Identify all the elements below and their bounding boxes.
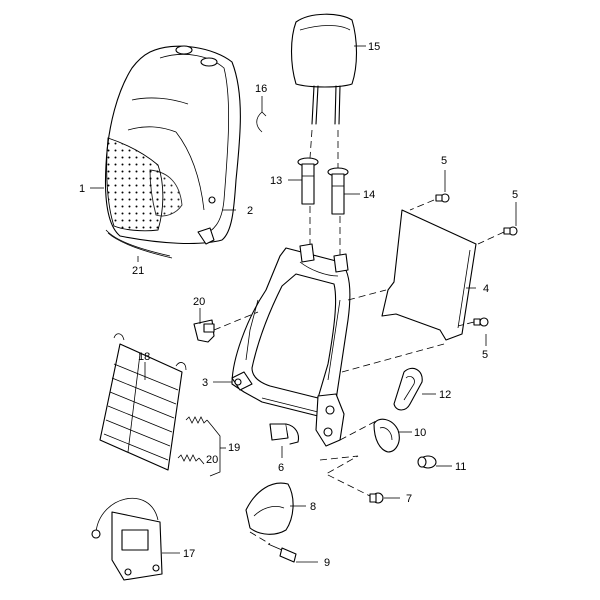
- callout-10: 10: [414, 427, 426, 439]
- callout-17: 17: [183, 548, 195, 560]
- clip: [256, 111, 267, 133]
- callout-21: 21: [132, 265, 144, 277]
- callout-19: 19: [228, 442, 240, 454]
- recliner-strap: [393, 367, 423, 411]
- callout-5-bottom: 5: [482, 349, 488, 361]
- screw-bottom: [473, 317, 489, 327]
- tension-spring-upper: [185, 416, 213, 427]
- callout-5-top: 5: [441, 155, 447, 167]
- callout-14: 14: [363, 189, 375, 201]
- backing-panel: [381, 209, 477, 341]
- headrest-guide-right: [327, 167, 349, 215]
- callout-18: 18: [138, 351, 150, 363]
- bolt: [369, 492, 384, 504]
- callout-2: 2: [247, 205, 253, 217]
- lumbar-adjuster: [91, 497, 163, 581]
- callout-7: 7: [406, 493, 412, 505]
- side-trim-panel: [245, 482, 294, 535]
- headrest: [290, 13, 357, 125]
- callout-1: 1: [79, 183, 85, 195]
- callout-20-upper: 20: [193, 296, 205, 308]
- lumbar-support-mat: [99, 333, 187, 471]
- callout-16: 16: [255, 83, 267, 95]
- pin: [267, 543, 297, 563]
- callout-11: 11: [455, 461, 466, 473]
- callout-15: 15: [368, 41, 380, 53]
- tension-spring-lower: [177, 454, 205, 465]
- release-handle: [373, 418, 400, 453]
- clip-bracket: [269, 423, 300, 445]
- backrest-frame: [231, 243, 351, 447]
- callout-8: 8: [310, 501, 316, 513]
- headrest-guide-left: [297, 157, 319, 205]
- wire-rod: [105, 229, 173, 259]
- callout-5-right: 5: [512, 189, 518, 201]
- callout-3: 3: [202, 377, 208, 389]
- seat-back-cover: [105, 45, 241, 245]
- callout-12: 12: [439, 389, 451, 401]
- callout-20-lower: 20: [206, 454, 218, 466]
- cap: [417, 455, 437, 469]
- screw-top: [435, 193, 450, 203]
- callout-6: 6: [278, 462, 284, 474]
- callout-4: 4: [483, 283, 489, 295]
- mounting-bracket: [193, 319, 215, 343]
- screw-right: [503, 226, 518, 236]
- callout-9: 9: [324, 557, 330, 569]
- callout-13: 13: [270, 175, 282, 187]
